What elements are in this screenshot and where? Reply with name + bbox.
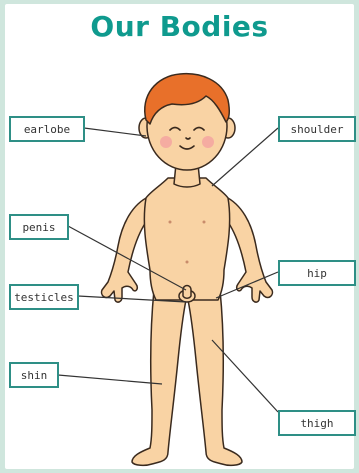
label-penis: penis	[9, 214, 69, 240]
earlobe-leader	[84, 128, 146, 136]
label-thigh: thigh	[278, 410, 356, 436]
torso	[144, 178, 229, 300]
left-nipple	[169, 221, 172, 224]
left-cheek	[160, 136, 172, 148]
right-nipple	[203, 221, 206, 224]
right-arm	[224, 196, 272, 302]
right-leg	[188, 290, 242, 465]
right-cheek	[202, 136, 214, 148]
label-hip: hip	[278, 260, 356, 286]
shin-leader	[58, 375, 162, 384]
label-earlobe: earlobe	[9, 116, 85, 142]
label-shin: shin	[9, 362, 59, 388]
left-arm	[102, 196, 150, 302]
label-testicles: testicles	[9, 284, 79, 310]
left-leg	[132, 290, 186, 465]
penis-shape	[183, 286, 191, 299]
navel	[186, 261, 189, 264]
label-shoulder: shoulder	[278, 116, 356, 142]
